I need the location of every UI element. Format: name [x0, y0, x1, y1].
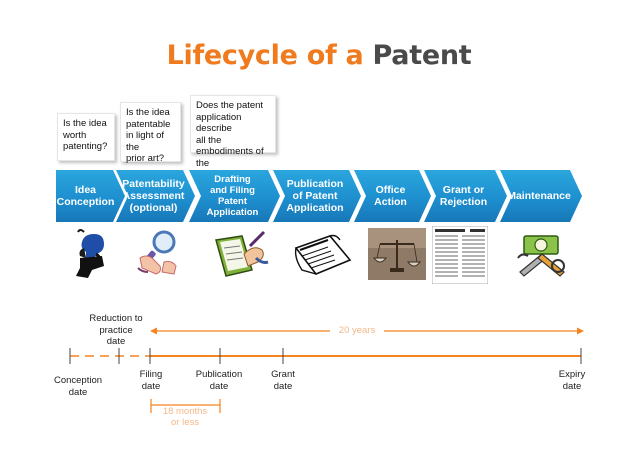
conception-date-label: Conception date — [53, 375, 103, 398]
newspaper-icon — [294, 234, 352, 275]
stage-office-action: Office Action — [354, 170, 431, 222]
span-20-years-label: 20 years — [330, 325, 384, 336]
scales-icon — [368, 228, 426, 280]
span-18-months-label: 18 months or less — [162, 406, 208, 428]
span-18-months-bracket — [150, 399, 221, 413]
writing-document-icon — [215, 230, 269, 277]
title-part-2: Patent — [372, 40, 472, 71]
page-title: Lifecycle of a Patent — [0, 40, 638, 71]
patent-document-icon — [432, 226, 488, 284]
question-box-2: Is the idea patentable in light of the p… — [120, 102, 181, 164]
reduction-to-practice-label: Reduction to practice date — [89, 313, 143, 347]
publication-date-label: Publication date — [195, 369, 243, 392]
title-part-1: Lifecycle of a — [166, 40, 364, 71]
stage-publication: Publication of Patent Application — [273, 170, 361, 222]
stage-idea-conception: Idea Conception — [56, 170, 125, 222]
question-box-3: Does the patent application describe all… — [190, 95, 276, 180]
grant-date-label: Grant date — [271, 369, 295, 392]
question-box-1: Is the idea worth patenting? — [57, 113, 115, 161]
person-thinking-icon — [76, 229, 104, 278]
stage-drafting-filing: Drafting and Filing Patent Application — [189, 170, 280, 222]
tools-icon — [517, 235, 565, 277]
expiry-date-label: Expiry date — [558, 369, 586, 392]
span-20-years-arrow — [150, 327, 584, 335]
magnifying-glass-icon — [137, 230, 177, 275]
stage-maintenance: Maintenance — [500, 170, 582, 222]
stage-grant-rejection: Grant or Rejection — [424, 170, 507, 222]
timeline-ticks — [69, 348, 582, 364]
stage-patentability-assessment: Patentability Assessment (optional) — [116, 170, 195, 222]
filing-date-label: Filing date — [139, 369, 163, 392]
